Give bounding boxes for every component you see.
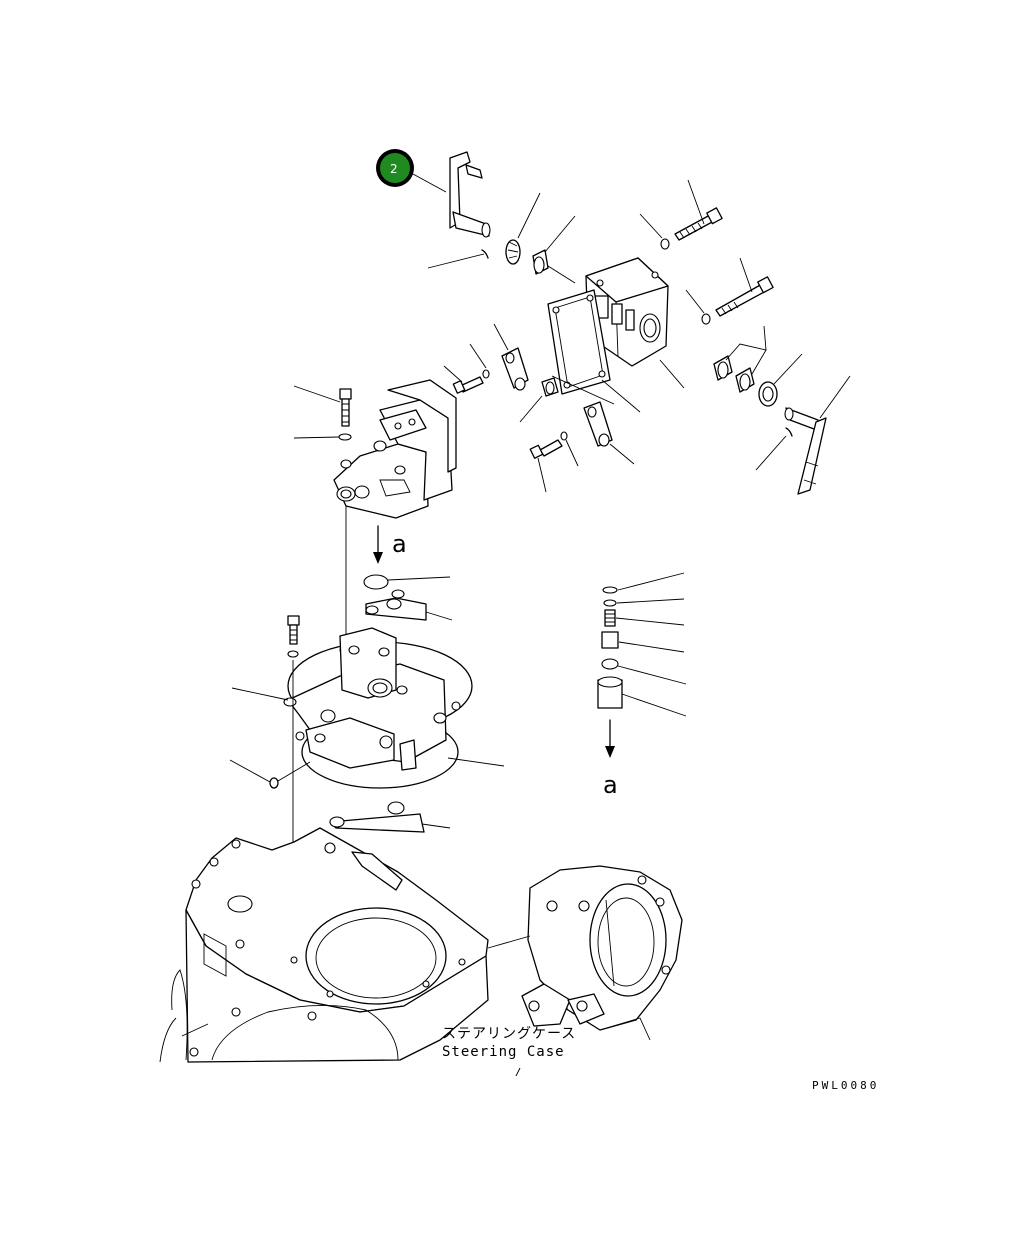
bushing-right-2: [735, 367, 755, 393]
case-link-line: [487, 935, 531, 949]
lever-small-2: [583, 401, 613, 447]
leader-o-ring-right: [617, 665, 687, 685]
leader-lever-right: [819, 375, 851, 419]
bolt-small-1: [452, 376, 484, 394]
leader-housing-lower: [659, 359, 685, 389]
ref-arrow-right: [605, 719, 615, 758]
washer-bolt-2: [701, 313, 711, 325]
leader-bearing-a: [517, 192, 541, 239]
leader-bearing-right: [773, 353, 803, 385]
leader-sleeve: [621, 693, 687, 717]
bolt-long-2: [715, 276, 774, 317]
bearing-right: [758, 381, 778, 407]
bolt-small-2: [529, 439, 563, 459]
washer-small-1: [482, 369, 490, 379]
o-ring-1: [363, 574, 389, 590]
shim-plate-1: [365, 597, 427, 621]
leader-shim-1: [425, 611, 453, 621]
case-label-leader: [515, 1067, 521, 1077]
bushing-center: [541, 377, 559, 397]
valve-body-upper: [333, 379, 457, 519]
ref-mark-a-right: a: [603, 771, 618, 799]
leader-bushings-right: [725, 343, 767, 375]
callout-2-disc: [380, 153, 410, 183]
leader-washer-small-1: [469, 343, 487, 369]
leader-spring: [615, 617, 685, 626]
shim-plate-2: [329, 813, 425, 833]
leader-round-plate: [447, 757, 505, 767]
leader-shim-2: [421, 823, 451, 829]
callout-2-leader: [412, 173, 447, 193]
bolt-vertical-top: [339, 388, 352, 427]
washer-bolt-1: [660, 238, 670, 250]
steering-case: [159, 827, 489, 1063]
leader-gasket: [601, 379, 641, 413]
callout-2[interactable]: 2: [376, 149, 414, 187]
lever-small-1: [501, 347, 529, 391]
lever-upper: [449, 151, 491, 238]
bushing-a: [532, 249, 549, 275]
leader-bolt-top: [293, 385, 341, 403]
washer-top: [338, 433, 352, 441]
leader-gasket-2: [551, 375, 615, 405]
ref-mark-a-top: a: [392, 530, 407, 558]
callout-2-number: 2: [390, 162, 398, 176]
washer-left: [287, 650, 299, 658]
bolt-long-1: [674, 207, 723, 241]
washer-small-2: [560, 431, 568, 441]
valve-housing: [585, 257, 669, 367]
steering-case-label-en: Steering Case: [442, 1044, 565, 1060]
screw-small: [269, 761, 311, 789]
leader-o-ring-1: [387, 576, 451, 581]
leader-screw: [229, 759, 271, 783]
leader-housing: [547, 265, 576, 284]
valve-body-lower: [283, 627, 447, 771]
gasket-plate: [547, 289, 611, 395]
pin-right: [785, 427, 793, 437]
leader-bushings-right-2: [763, 325, 767, 351]
leader-pin-upper: [427, 253, 485, 269]
leader-ring-2: [616, 598, 685, 604]
ring-stack: [597, 586, 623, 709]
leader-bushing-center: [519, 395, 543, 423]
steering-case-label-jp: ステアリングケース: [442, 1026, 576, 1042]
pin-upper: [481, 249, 489, 259]
o-ring-lower: [387, 801, 405, 815]
leader-washer-small-2: [565, 439, 579, 467]
o-ring-small: [391, 589, 405, 599]
leader-piston: [618, 641, 685, 653]
leader-washer-2: [685, 289, 705, 314]
leader-washer-top: [293, 436, 340, 439]
bolt-vertical-left: [287, 615, 300, 645]
leader-bolt-1: [687, 179, 705, 225]
leader-valve-lower: [231, 687, 289, 701]
leader-pin-right: [755, 435, 787, 471]
leader-ring-1: [617, 572, 685, 591]
leader-bolt-small-1: [443, 365, 463, 383]
leader-lever-2: [609, 443, 635, 465]
bushing-right-1: [713, 355, 733, 381]
leader-lever-1: [493, 323, 509, 351]
ref-arrow-top: [373, 525, 383, 564]
leader-bolt-2: [739, 257, 753, 293]
drawing-code: PWL0080: [812, 1079, 879, 1092]
leader-washer-1: [639, 213, 663, 239]
lever-right: [784, 407, 827, 495]
leader-bushing-a: [544, 215, 576, 253]
leader-bolt-small-2: [537, 457, 547, 493]
case-right-housing: [521, 865, 683, 1041]
bearing-a: [505, 239, 521, 265]
